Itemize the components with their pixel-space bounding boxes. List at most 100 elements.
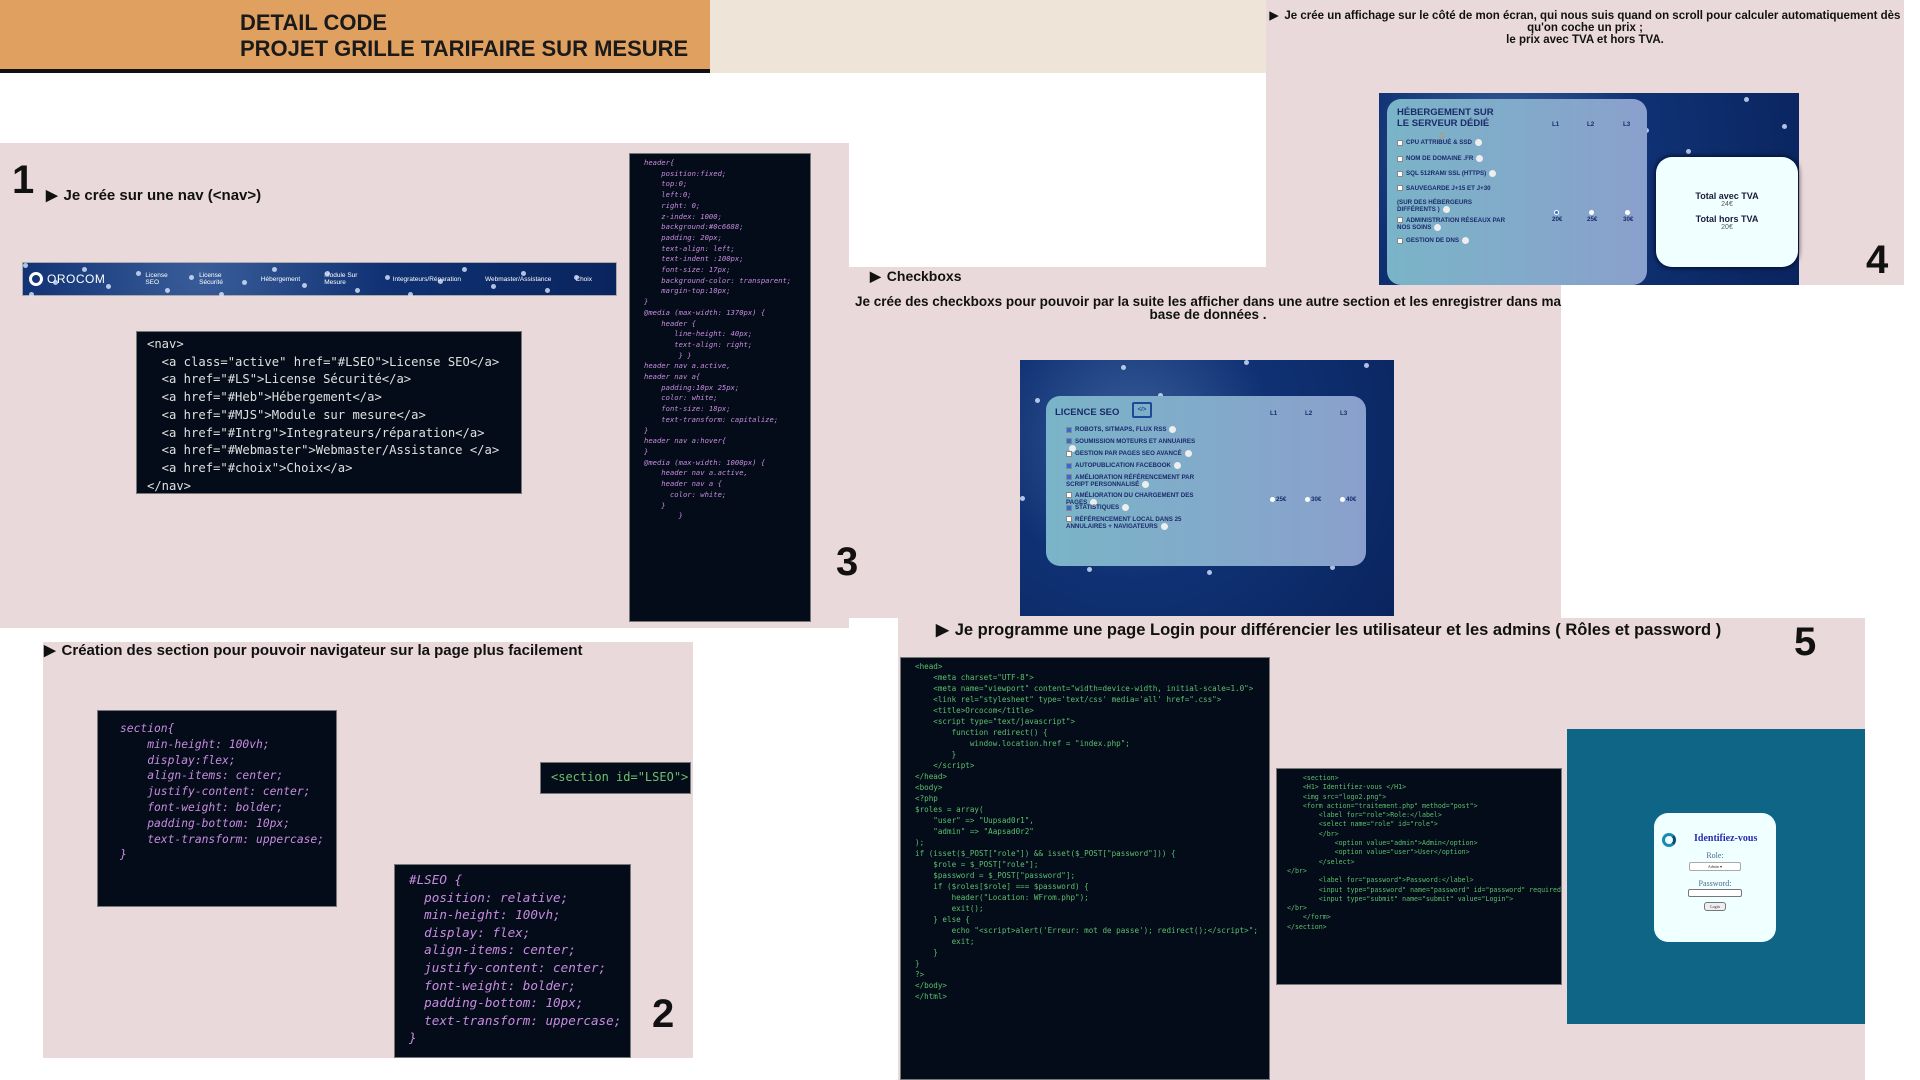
checkbox[interactable] bbox=[1066, 438, 1072, 445]
info-icon[interactable] bbox=[1475, 139, 1483, 146]
checkbox-item[interactable]: AUTOPUBLICATION FACEBOOK bbox=[1066, 462, 1196, 469]
checkbox[interactable] bbox=[1397, 170, 1403, 177]
checkbox-item[interactable]: GESTION DE DNS bbox=[1397, 237, 1512, 244]
password-input[interactable] bbox=[1688, 889, 1742, 897]
price: 25€ bbox=[1276, 496, 1287, 503]
info-icon[interactable] bbox=[1489, 170, 1497, 177]
licence-seo-card: LICENCE SEO </> L1 L2 L3 ROBOTS, SITMAPS… bbox=[1046, 396, 1366, 566]
info-icon[interactable] bbox=[1069, 445, 1076, 452]
nav-item[interactable]: Hébergement bbox=[260, 275, 301, 283]
checkbox[interactable] bbox=[1397, 237, 1403, 244]
column-l2: L2 bbox=[1305, 410, 1313, 417]
checkbox[interactable] bbox=[1397, 139, 1403, 146]
info-icon[interactable] bbox=[1476, 155, 1484, 162]
nav-item[interactable]: Integrateurs/Réparation bbox=[392, 275, 462, 283]
code-line: <meta charset="UTF-8"> bbox=[915, 673, 1034, 682]
code-line: background:#0c6688; bbox=[644, 222, 744, 232]
column-l2: L2 bbox=[1587, 121, 1595, 128]
checkbox-item[interactable]: (SUR DES HÉBERGEURS DIFFÉRENTS ) bbox=[1397, 199, 1512, 213]
price-option[interactable]: 30€ bbox=[1623, 209, 1633, 223]
step-number-5: 5 bbox=[1794, 620, 1817, 664]
code-line: #LSEO { bbox=[409, 872, 463, 887]
checkbox[interactable] bbox=[1397, 185, 1403, 192]
radio[interactable] bbox=[1589, 209, 1595, 215]
checkbox-label: SOUMISSION MOTEURS ET ANNUAIRES bbox=[1075, 438, 1196, 445]
checkbox-label: STATISTIQUES bbox=[1075, 504, 1120, 512]
code-line: font-size: 17px; bbox=[644, 265, 731, 275]
checkbox-item[interactable]: CPU ATTRIBUÉ & SSD bbox=[1397, 139, 1512, 146]
info-icon[interactable] bbox=[1174, 462, 1182, 469]
checkbox[interactable] bbox=[1066, 450, 1072, 457]
column-l3: L3 bbox=[1623, 121, 1631, 128]
network-node bbox=[1020, 495, 1025, 501]
checkbox-item[interactable]: SAUVEGARDE J+15 ET J+30 bbox=[1397, 185, 1512, 192]
checkbox-item[interactable]: NOM DE DOMAINE .FR bbox=[1397, 155, 1512, 162]
checkbox[interactable] bbox=[1397, 217, 1403, 224]
php-code-block: <head> <meta charset="UTF-8"> <meta name… bbox=[900, 657, 1270, 1080]
checkbox-item[interactable]: AMÉLIORATION RÉFÉRENCEMENT PAR SCRIPT PE… bbox=[1066, 474, 1196, 488]
network-node bbox=[1364, 362, 1370, 368]
code-line: text-indent :100px; bbox=[644, 254, 744, 264]
code-line: position: relative; bbox=[409, 889, 569, 905]
info-icon[interactable] bbox=[1184, 450, 1192, 457]
checkbox-item[interactable]: ROBOTS, SITMAPS, FLUX RSS bbox=[1066, 426, 1196, 433]
checkbox[interactable] bbox=[1066, 504, 1072, 511]
radio[interactable] bbox=[1270, 496, 1275, 502]
code-line: @media (max-width: 1000px) { bbox=[644, 457, 766, 467]
info-icon[interactable] bbox=[1434, 224, 1442, 231]
nav-item[interactable]: Choix bbox=[575, 275, 592, 283]
radio-selected[interactable] bbox=[1554, 209, 1560, 215]
code-line: </script> bbox=[915, 761, 975, 770]
logo-icon bbox=[1662, 833, 1676, 847]
radio[interactable] bbox=[1340, 496, 1345, 502]
nav-item[interactable]: License Sécurité bbox=[199, 272, 223, 286]
checkbox[interactable] bbox=[1397, 155, 1403, 162]
checkbox-item[interactable]: SOUMISSION MOTEURS ET ANNUAIRES bbox=[1066, 438, 1196, 452]
radio[interactable] bbox=[1625, 209, 1631, 215]
checkbox-item[interactable]: ADMINISTRATION RÉSEAUX PAR NOS SOINS bbox=[1397, 217, 1512, 231]
code-line: <body> bbox=[915, 783, 943, 792]
price-option[interactable]: 40€ bbox=[1340, 496, 1356, 503]
info-icon[interactable] bbox=[1090, 499, 1098, 506]
code-line: function redirect() { bbox=[915, 728, 1048, 737]
price-option[interactable]: 30€ bbox=[1305, 496, 1321, 503]
role-select[interactable]: Admin ▾ bbox=[1689, 862, 1741, 871]
house-icon: ⌂ bbox=[1439, 130, 1446, 141]
nav-item[interactable]: Module Sur Mesure bbox=[324, 272, 358, 286]
caption-text: Checkboxs bbox=[886, 268, 962, 284]
nav-item[interactable]: License SEO bbox=[145, 272, 168, 286]
code-line: "user" => "Uupsad0r1", bbox=[915, 816, 1034, 825]
code-line: <option value="user">User</option> bbox=[1287, 848, 1470, 857]
checkbox-item[interactable]: STATISTIQUES bbox=[1066, 504, 1196, 511]
info-icon[interactable] bbox=[1442, 206, 1450, 213]
info-icon[interactable] bbox=[1142, 481, 1150, 488]
network-node bbox=[1207, 569, 1212, 575]
checkbox[interactable] bbox=[1066, 462, 1072, 469]
column-l1: L1 bbox=[1552, 121, 1560, 128]
code-line: } bbox=[644, 446, 649, 456]
network-node bbox=[106, 284, 112, 290]
info-icon[interactable] bbox=[1169, 426, 1177, 433]
section4-caption: ▶Je crée un affichage sur le côté de mon… bbox=[1266, 10, 1904, 46]
radio[interactable] bbox=[1305, 496, 1310, 502]
checkbox[interactable] bbox=[1066, 516, 1072, 523]
card-title: LICENCE SEO bbox=[1055, 407, 1120, 418]
checkbox[interactable] bbox=[1066, 426, 1072, 433]
checkbox[interactable] bbox=[1066, 492, 1072, 499]
info-icon[interactable] bbox=[1461, 237, 1469, 244]
checkbox-item[interactable]: GESTION PAR PAGES SEO AVANCÉ bbox=[1066, 450, 1196, 457]
price-option[interactable]: 20€ bbox=[1552, 209, 1562, 223]
price-option[interactable]: 25€ bbox=[1587, 209, 1597, 223]
checkbox[interactable] bbox=[1066, 474, 1072, 481]
login-button[interactable]: Login bbox=[1704, 902, 1726, 911]
info-icon[interactable] bbox=[1160, 523, 1168, 530]
price-option[interactable]: 25€ bbox=[1270, 496, 1286, 503]
code-line: header { bbox=[644, 318, 696, 328]
network-node bbox=[242, 279, 248, 285]
checkbox-item[interactable]: SQL 512RAM/ SSL (HTTPS) bbox=[1397, 170, 1512, 177]
info-icon[interactable] bbox=[1122, 504, 1130, 511]
checkbox-item[interactable]: RÉFÉRENCEMENT LOCAL DANS 25 ANNULAIRES +… bbox=[1066, 516, 1196, 530]
nav-item[interactable]: Webmaster/Assistance bbox=[485, 275, 552, 283]
code-line: padding: 20px; bbox=[644, 232, 722, 242]
checkbox-item[interactable]: AMÉLIORATION DU CHARGEMENT DES PAGES bbox=[1066, 492, 1196, 506]
